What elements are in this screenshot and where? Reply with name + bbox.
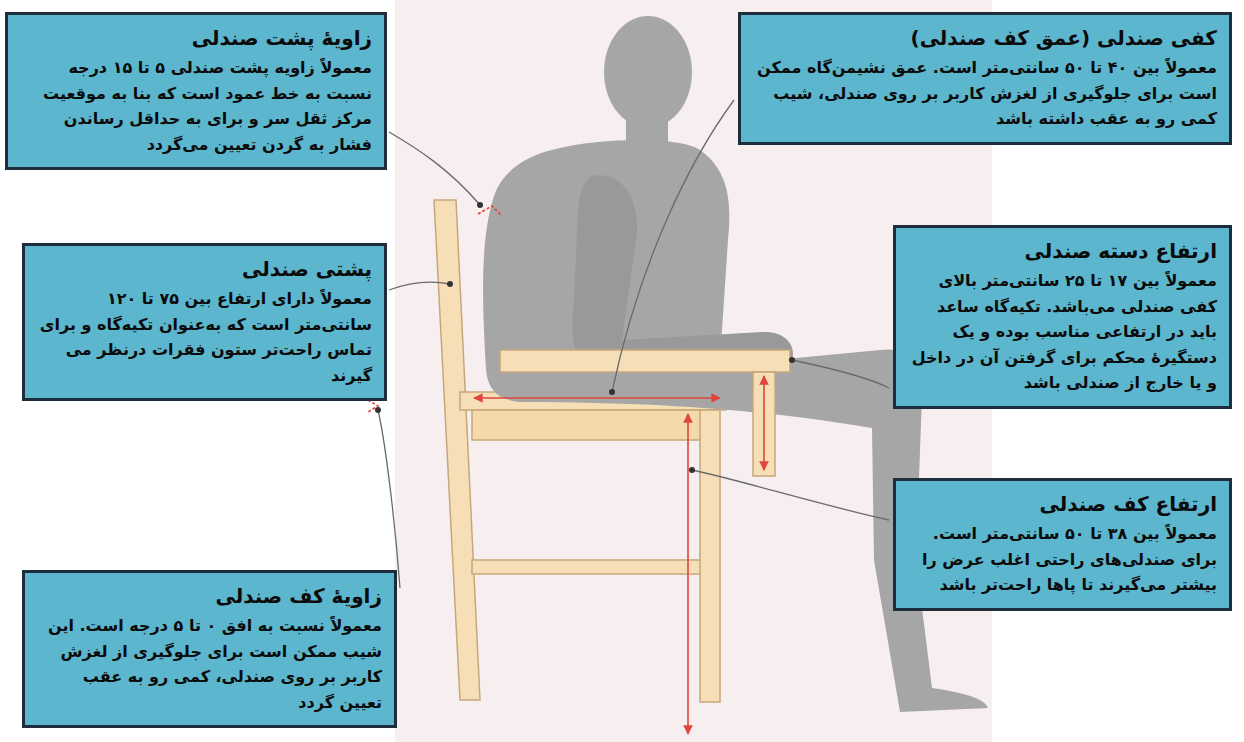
- box-heading: ارتفاع دسته صندلی: [908, 236, 1217, 266]
- box-heading: زاویهٔ پشت صندلی: [20, 23, 372, 53]
- box-body: معمولاً بین ۴۰ تا ۵۰ سانتی‌متر است. عمق …: [753, 55, 1217, 132]
- info-box: زاویهٔ کف صندلیمعمولاً نسبت به افق ۰ تا …: [22, 570, 397, 728]
- box-body: معمولاً زاویه پشت صندلی ۵ تا ۱۵ درجه نسب…: [20, 55, 372, 157]
- seated-person-part: [572, 175, 793, 372]
- chair-front-part: [500, 350, 790, 372]
- info-box: ارتفاع دسته صندلیمعمولاً بین ۱۷ تا ۲۵ سا…: [893, 225, 1232, 409]
- box-body: معمولاً بین ۳۸ تا ۵۰ سانتی‌متر است. برای…: [908, 521, 1217, 598]
- box-heading: پشتی صندلی: [37, 254, 372, 284]
- dimension-lines-part: [687, 414, 689, 734]
- dimension-lines: [368, 206, 764, 734]
- chair-back-part: [472, 410, 716, 440]
- chair-back-part: [434, 200, 480, 700]
- box-body: معمولاً نسبت به افق ۰ تا ۵ درجه است. این…: [37, 613, 382, 715]
- box-heading: کفی صندلی (عمق کف صندلی): [753, 23, 1217, 53]
- leader-dots-part: [789, 357, 795, 363]
- info-box: زاویهٔ پشت صندلیمعمولاً زاویه پشت صندلی …: [5, 12, 387, 170]
- leader-dots-part: [375, 407, 381, 413]
- leader-lines-part: [389, 132, 480, 205]
- chair-back-part: [472, 560, 704, 574]
- info-box: کفی صندلی (عمق کف صندلی)معمولاً بین ۴۰ ت…: [738, 12, 1232, 145]
- leader-dots-part: [447, 281, 453, 287]
- dimension-lines-part: [763, 376, 765, 470]
- leader-dots-part: [609, 389, 615, 395]
- leader-lines-part: [692, 470, 889, 520]
- leader-dots-part: [477, 202, 483, 208]
- leader-lines-part: [389, 282, 450, 290]
- box-heading: ارتفاع کف صندلی: [908, 489, 1217, 519]
- box-body: معمولاً دارای ارتفاع بین ۷۵ تا ۱۲۰ سانتی…: [37, 286, 372, 388]
- box-heading: زاویهٔ کف صندلی: [37, 581, 382, 611]
- leader-lines: [378, 100, 889, 588]
- chair-front-part: [753, 372, 775, 476]
- chair-front-part: [700, 410, 720, 702]
- leader-dots-part: [689, 467, 695, 473]
- info-box: ارتفاع کف صندلیمعمولاً بین ۳۸ تا ۵۰ سانت…: [893, 478, 1232, 611]
- dimension-lines-part: [474, 397, 720, 399]
- info-box: پشتی صندلیمعمولاً دارای ارتفاع بین ۷۵ تا…: [22, 243, 387, 401]
- leader-dots: [375, 202, 795, 473]
- leader-lines-part: [792, 360, 889, 388]
- leader-lines-part: [378, 410, 400, 588]
- box-body: معمولاً بین ۱۷ تا ۲۵ سانتی‌متر بالای کفی…: [908, 268, 1217, 396]
- leader-lines-part: [612, 100, 734, 392]
- chair-front: [500, 350, 790, 702]
